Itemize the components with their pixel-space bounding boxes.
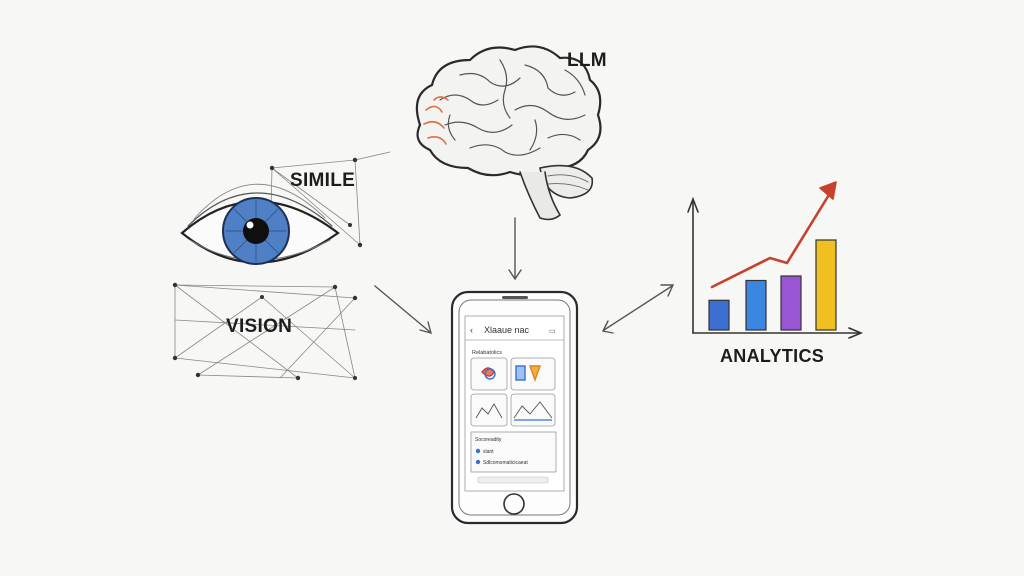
eye-highlight bbox=[247, 222, 254, 229]
phone-list-item-2[interactable]: Sdlcomomaticicaeat bbox=[483, 460, 528, 466]
chart-bar-3 bbox=[781, 276, 801, 330]
phone-menu-icon[interactable]: ▭ bbox=[549, 328, 556, 335]
phone-list-dot-1 bbox=[476, 449, 480, 453]
phone-section-top: Relabatolics bbox=[472, 350, 502, 356]
chart-bar-2 bbox=[746, 281, 766, 331]
phone-speaker bbox=[502, 296, 528, 299]
vision-mesh bbox=[175, 152, 390, 378]
phone-list-item-1[interactable]: slant bbox=[483, 449, 494, 455]
arrow-analytics-phone bbox=[603, 285, 673, 333]
bar-chart-icon bbox=[688, 182, 861, 338]
phone-header-title: Xlaaue nac bbox=[484, 325, 530, 335]
phone-back-icon[interactable]: ‹ bbox=[470, 325, 473, 335]
brain-icon bbox=[417, 46, 601, 219]
chart-bar-1 bbox=[709, 300, 729, 330]
phone-icon: ‹ Xlaaue nac ▭ Relabatolics Socoreadity … bbox=[452, 292, 577, 523]
vision-label: VISION bbox=[226, 316, 292, 338]
phone-card-3[interactable] bbox=[471, 394, 507, 426]
vision-group bbox=[173, 152, 390, 380]
chart-bar-4 bbox=[816, 240, 836, 330]
phone-list-dot-2 bbox=[476, 460, 480, 464]
arrow-vision-to-phone bbox=[375, 286, 431, 333]
phone-bottom-bar bbox=[478, 477, 548, 483]
analytics-label: ANALYTICS bbox=[720, 346, 824, 367]
eye-icon bbox=[182, 184, 338, 264]
arrow-llm-to-phone bbox=[509, 218, 521, 279]
simile-label: SIMILE bbox=[290, 170, 355, 192]
pupil bbox=[243, 218, 269, 244]
phone-section-bottom: Socoreadity bbox=[475, 437, 502, 443]
chart-bars bbox=[709, 240, 836, 330]
llm-label: LLM bbox=[567, 50, 607, 72]
phone-home-button[interactable] bbox=[504, 494, 524, 514]
